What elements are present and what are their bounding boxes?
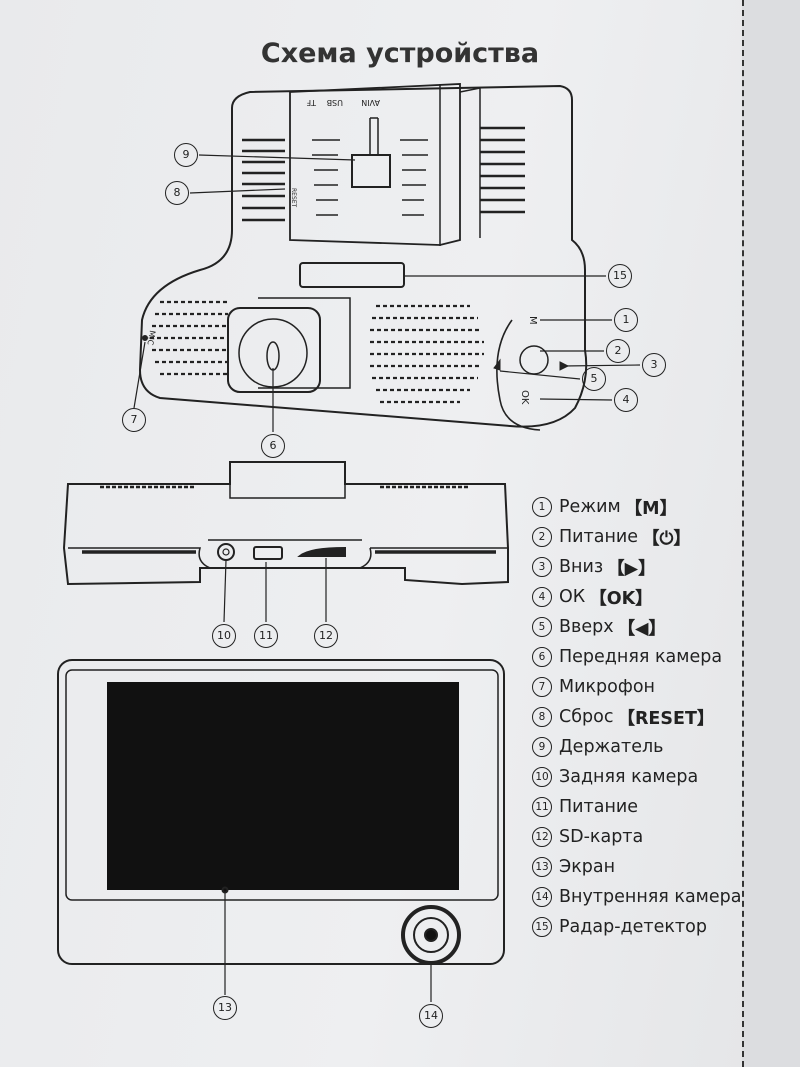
legend-text: Вниз <box>559 557 604 577</box>
legend-text: Питание <box>559 527 639 547</box>
legend-key: 【⏻】 <box>642 528 691 549</box>
legend-text: Питание <box>559 797 639 817</box>
callout-4: 4 <box>614 388 638 412</box>
legend-number: 5 <box>532 617 552 637</box>
legend-number: 3 <box>532 557 552 577</box>
legend-key: 【▶】 <box>607 558 656 579</box>
legend-item: 8 Сброс【RESET】 <box>532 702 782 732</box>
legend-key: 【RESET】 <box>617 708 715 729</box>
page-title: Схема устройства <box>260 38 540 69</box>
port-label-tf: TF <box>306 98 317 107</box>
legend-key: 【M】 <box>624 498 678 519</box>
legend-number: 2 <box>532 527 552 547</box>
legend-text: Внутренняя камера <box>559 887 742 907</box>
vents-right <box>480 126 525 214</box>
legend-number: 15 <box>532 917 552 937</box>
radar-detector-window <box>299 262 405 288</box>
legend-text: Сброс <box>559 707 614 727</box>
legend-number: 12 <box>532 827 552 847</box>
legend-text: Вверх <box>559 617 614 637</box>
legend-text: Держатель <box>559 737 664 757</box>
legend-item: 5 Вверх【◀】 <box>532 612 782 642</box>
legend-number: 9 <box>532 737 552 757</box>
legend-item: 1 Режим【M】 <box>532 492 782 522</box>
callout-10: 10 <box>212 624 236 648</box>
callout-15: 15 <box>608 264 632 288</box>
device-rear-view <box>57 659 505 965</box>
legend-item: 9 Держатель <box>532 732 782 762</box>
page-edge-cut-line <box>742 0 800 1067</box>
legend-item: 13 Экран <box>532 852 782 882</box>
legend-item: 2 Питание【⏻】 <box>532 522 782 552</box>
legend-item: 11 Питание <box>532 792 782 822</box>
sd-card-slot <box>297 546 346 557</box>
legend-item: 12 SD-карта <box>532 822 782 852</box>
reset-label: RESET <box>290 188 297 208</box>
vents-left <box>242 138 285 222</box>
legend-number: 7 <box>532 677 552 697</box>
legend-text: SD-карта <box>559 827 644 847</box>
legend-number: 4 <box>532 587 552 607</box>
callout-12: 12 <box>314 624 338 648</box>
legend-text: ОК <box>559 587 586 607</box>
device-bottom-view <box>62 461 509 586</box>
front-camera <box>227 307 321 393</box>
callout-3: 3 <box>642 353 666 377</box>
legend-key: 【OK】 <box>589 588 653 609</box>
callout-7: 7 <box>122 408 146 432</box>
holder-tab <box>351 154 391 188</box>
rear-camera-port <box>217 543 235 561</box>
mic-label: MIC <box>145 330 157 347</box>
legend-number: 10 <box>532 767 552 787</box>
legend-text: Задняя камера <box>559 767 699 787</box>
legend-item: 4 ОК【OK】 <box>532 582 782 612</box>
callout-11: 11 <box>254 624 278 648</box>
callout-6: 6 <box>261 434 285 458</box>
ok-button-label: OK <box>519 390 530 405</box>
mode-button-label: M <box>527 316 538 325</box>
power-button <box>519 345 549 375</box>
screen <box>107 682 459 890</box>
legend-item: 7 Микрофон <box>532 672 782 702</box>
legend-number: 11 <box>532 797 552 817</box>
legend-text: Режим <box>559 497 621 517</box>
callout-9: 9 <box>174 143 198 167</box>
legend-text: Микрофон <box>559 677 655 697</box>
power-port <box>253 546 283 560</box>
callout-1: 1 <box>614 308 638 332</box>
callout-2: 2 <box>606 339 630 363</box>
legend-number: 13 <box>532 857 552 877</box>
legend-number: 14 <box>532 887 552 907</box>
legend-text: Передняя камера <box>559 647 723 667</box>
legend-number: 6 <box>532 647 552 667</box>
legend-number: 8 <box>532 707 552 727</box>
legend-text: Экран <box>559 857 616 877</box>
legend-number: 1 <box>532 497 552 517</box>
callout-14: 14 <box>419 1004 443 1028</box>
port-label-usb: USB <box>327 98 343 107</box>
legend-item: 3 Вниз【▶】 <box>532 552 782 582</box>
legend-key: 【◀】 <box>617 618 667 639</box>
callout-8: 8 <box>165 181 189 205</box>
legend-text: Радар-детектор <box>559 917 707 937</box>
callout-5: 5 <box>582 367 606 391</box>
legend-item: 6 Передняя камера <box>532 642 782 672</box>
port-label-avin: AVIN <box>361 98 380 107</box>
legend-item: 14 Внутренняя камера <box>532 882 782 912</box>
legend-item: 10 Задняя камера <box>532 762 782 792</box>
device-front-view <box>138 83 588 431</box>
legend-item: 15 Радар-детектор <box>532 912 782 942</box>
callout-13: 13 <box>213 996 237 1020</box>
